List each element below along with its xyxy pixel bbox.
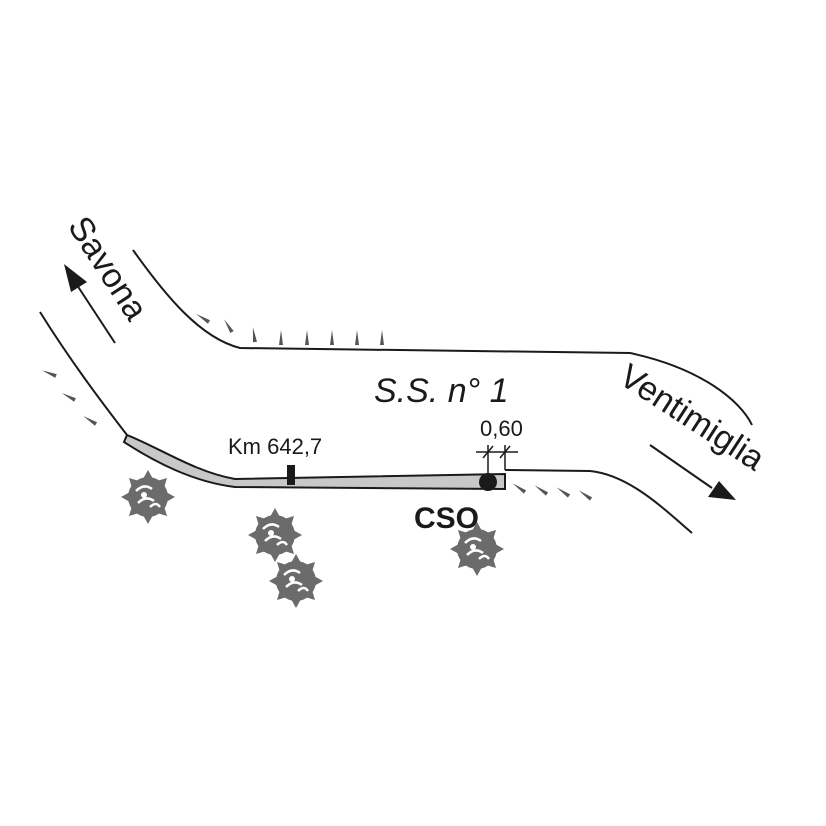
road-north-edge bbox=[132, 249, 753, 426]
slope-marks-east bbox=[511, 481, 593, 501]
kilometer-marker-post bbox=[287, 465, 295, 485]
shoulder-width-label: 0,60 bbox=[480, 416, 523, 441]
station-label: CSO bbox=[414, 502, 479, 535]
shrub-icon bbox=[246, 506, 304, 564]
station-marker bbox=[479, 473, 497, 491]
road-name-label: S.S. n° 1 bbox=[374, 372, 509, 410]
shrub-icon bbox=[267, 552, 325, 610]
road-shoulder bbox=[122, 433, 506, 491]
arrow-savona-icon bbox=[64, 264, 116, 344]
slope-marks-north bbox=[195, 312, 384, 345]
kilometer-marker-label: Km 642,7 bbox=[228, 434, 322, 459]
width-dimension bbox=[476, 445, 518, 474]
shrub-icon bbox=[119, 468, 177, 526]
road-south-edge bbox=[39, 311, 128, 436]
slope-marks-west bbox=[41, 368, 98, 426]
road-south-edge-east bbox=[504, 469, 693, 534]
arrow-ventimiglia-icon bbox=[649, 444, 736, 500]
direction-label-savona: Savona bbox=[60, 210, 155, 327]
